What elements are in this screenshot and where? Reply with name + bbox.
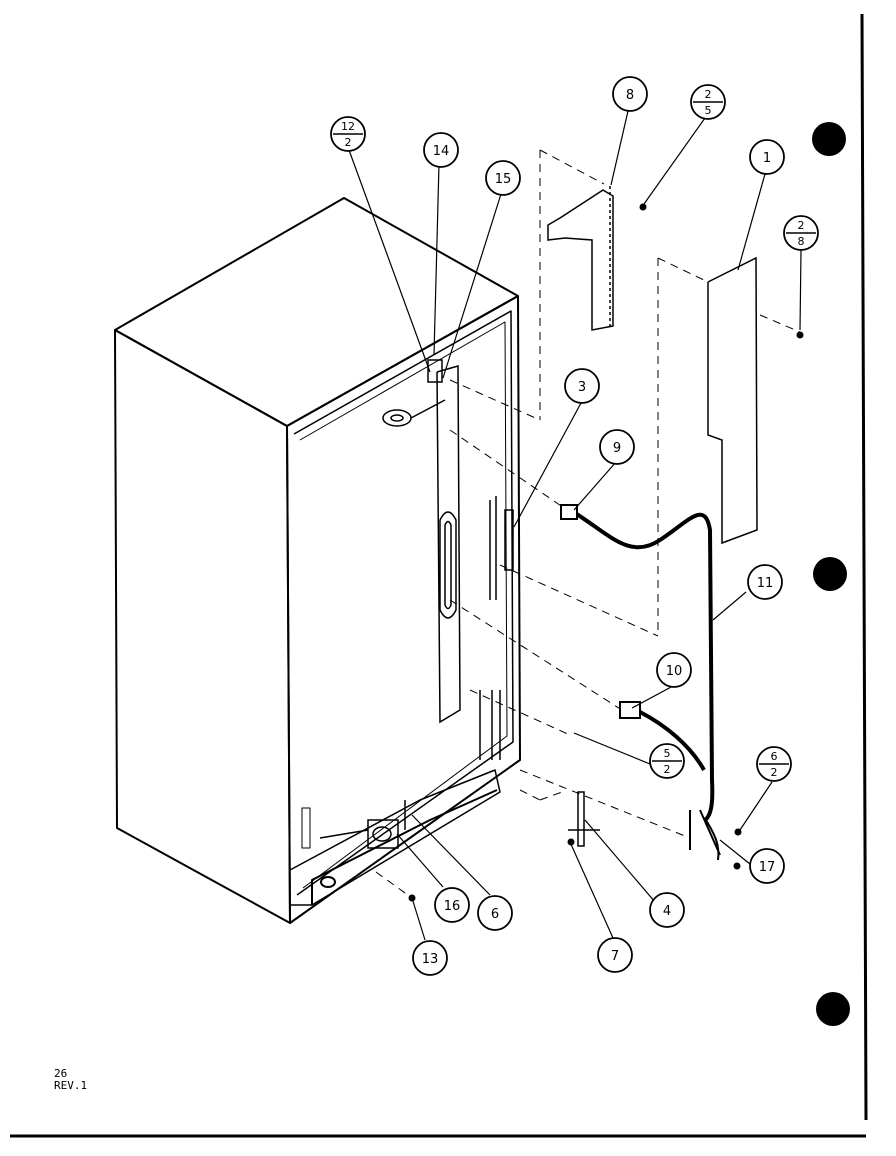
callout-6: 6 — [477, 895, 513, 931]
fraction-callout-5-2: 5 2 — [649, 743, 685, 779]
callout-9-label: 9 — [613, 441, 621, 456]
compressor-assembly — [319, 800, 406, 849]
callout-bubbles: 1 3 4 6 7 8 9 10 — [412, 76, 785, 976]
callout-16-label: 16 — [444, 899, 461, 914]
fraction-2-5-bottom: 5 — [705, 104, 712, 117]
bracket-4 — [577, 791, 585, 847]
fraction-5-2-bottom: 2 — [664, 763, 671, 776]
refrigerator-cabinet — [114, 197, 521, 924]
callout-3-label: 3 — [578, 380, 586, 395]
fraction-5-2-top: 5 — [664, 747, 671, 760]
fraction-2-5-top: 2 — [705, 88, 712, 101]
callout-1: 1 — [749, 139, 785, 175]
hardware-parts — [408, 203, 804, 902]
screw-17 — [733, 862, 741, 870]
fraction-2-8-top: 2 — [798, 219, 805, 232]
fraction-callout-2-5: 2 5 — [690, 84, 726, 120]
punch-hole-bottom — [816, 992, 850, 1026]
callout-11-label: 11 — [757, 576, 774, 591]
callout-13-label: 13 — [422, 952, 439, 967]
callout-15: 15 — [485, 160, 521, 196]
callout-9: 9 — [599, 429, 635, 465]
condenser-coil — [382, 359, 514, 760]
connector-10 — [619, 701, 641, 719]
revision-label: REV.1 — [54, 1079, 88, 1092]
punch-holes — [812, 122, 850, 1026]
callout-17-label: 17 — [759, 860, 776, 875]
fraction-callouts: 12 2 2 5 2 8 5 2 6 2 — [330, 84, 819, 782]
fraction-6-2-bottom: 2 — [771, 766, 778, 779]
fraction-12-2-top: 12 — [341, 120, 355, 133]
cabinet-left-face — [114, 329, 291, 924]
punch-hole-top — [812, 122, 846, 156]
callout-7: 7 — [597, 937, 633, 973]
rear-cover-panel-1 — [707, 256, 758, 545]
callout-6-label: 6 — [491, 907, 499, 922]
callout-4-label: 4 — [663, 904, 671, 919]
fraction-6-2-top: 6 — [771, 750, 778, 763]
fraction-12-2-bottom: 2 — [345, 136, 352, 149]
callout-4: 4 — [649, 892, 685, 928]
callout-15-label: 15 — [495, 172, 512, 187]
callout-10: 10 — [656, 652, 692, 688]
callout-13: 13 — [412, 940, 448, 976]
screw-6-2 — [734, 828, 742, 836]
callout-11: 11 — [747, 564, 783, 600]
callout-8-label: 8 — [626, 88, 634, 103]
fraction-2-8-bottom: 8 — [798, 235, 805, 248]
punch-hole-middle — [813, 557, 847, 591]
connector-9 — [560, 504, 578, 520]
callout-14-label: 14 — [433, 144, 450, 159]
fraction-callout-12-2: 12 2 — [330, 116, 366, 152]
leader-lines — [348, 110, 802, 941]
sheet-footer: 26 REV.1 — [54, 1068, 87, 1092]
screw-2-5 — [639, 203, 647, 211]
sheet-border — [10, 13, 868, 1138]
power-cord-11 — [560, 504, 721, 861]
page-number: 26 — [54, 1067, 68, 1080]
callout-1-label: 1 — [763, 151, 771, 166]
fraction-callout-2-8: 2 8 — [783, 215, 819, 251]
callout-7-label: 7 — [611, 949, 619, 964]
fraction-callout-6-2: 6 2 — [756, 746, 792, 782]
exploded-view-guides — [375, 149, 801, 899]
callout-16: 16 — [434, 887, 470, 923]
screw-2-8 — [796, 331, 804, 339]
callout-10-label: 10 — [666, 664, 683, 679]
cabinet-back-face — [286, 295, 521, 924]
callout-3: 3 — [564, 368, 600, 404]
rear-cover-panel-8 — [547, 186, 614, 331]
callout-14: 14 — [423, 132, 459, 168]
callout-8: 8 — [612, 76, 648, 112]
callout-17: 17 — [749, 848, 785, 884]
